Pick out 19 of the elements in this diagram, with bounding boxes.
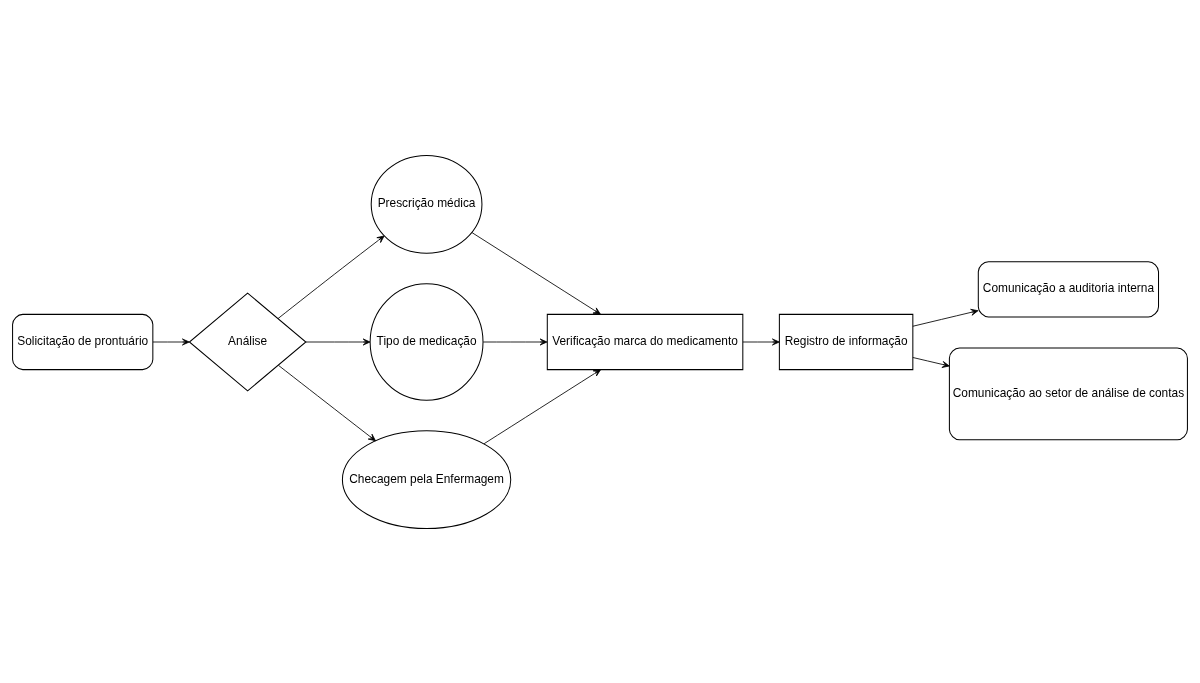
node-box: Comunicação a auditoria interna bbox=[977, 260, 1160, 317]
arrow bbox=[482, 338, 548, 345]
arrow bbox=[277, 235, 385, 319]
arrow bbox=[483, 368, 601, 444]
arrow bbox=[471, 231, 601, 315]
arrow bbox=[912, 308, 979, 327]
node-box: Solicitação de prontuário bbox=[12, 313, 154, 370]
node-ellipse: Checagem pela Enfermagem bbox=[341, 429, 512, 529]
node-box: Registro de informação bbox=[778, 313, 914, 370]
arrow bbox=[742, 338, 780, 345]
node-ellipse: Prescrição médica bbox=[370, 154, 483, 254]
node-box: Verificação marca do medicamento bbox=[546, 313, 744, 370]
node-box: Comunicação ao setor de análise de contas bbox=[948, 346, 1188, 440]
node-circle: Tipo de medicação bbox=[369, 282, 484, 401]
arrow bbox=[278, 364, 376, 441]
arrow bbox=[912, 356, 950, 368]
node-diamond: Análise bbox=[188, 291, 307, 392]
arrow bbox=[305, 338, 371, 345]
arrow bbox=[152, 338, 190, 345]
